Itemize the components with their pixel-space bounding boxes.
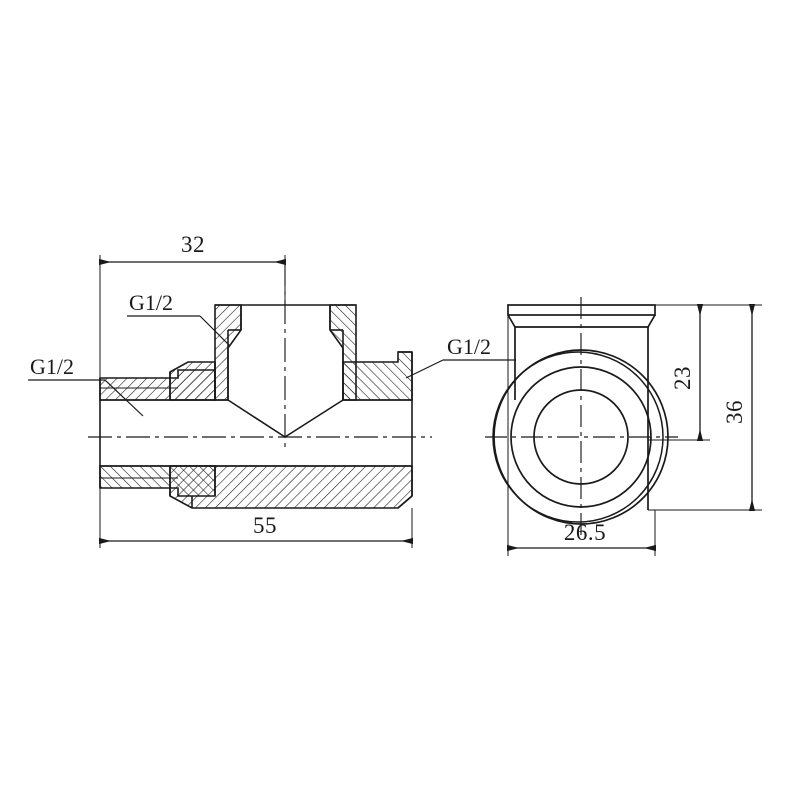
end-view: 26.5 23 36: [485, 297, 762, 556]
thread-right-leader: [405, 359, 444, 379]
dim-55-text: 55: [253, 513, 277, 538]
section-outlines: [99, 304, 413, 509]
right-socket-chamfer-bottom: [397, 495, 413, 509]
cone-left-flank: [227, 399, 286, 438]
thread-branch-leader: [199, 315, 230, 346]
dim-36: 36: [648, 304, 762, 511]
cone-right-flank: [284, 399, 344, 438]
body-lower-wall: [169, 465, 413, 509]
dim-23-text: 23: [670, 366, 695, 390]
dim-32: 32: [99, 232, 286, 378]
thread-right-text: G1/2: [447, 334, 491, 359]
thread-left-text: G1/2: [30, 354, 74, 379]
dim-32-text: 32: [181, 232, 205, 257]
thread-callout-branch: G1/2: [127, 290, 230, 346]
dim-55: 55: [99, 488, 413, 548]
body-upper-left-shoulder: [169, 361, 216, 401]
thread-callout-right: G1/2: [405, 334, 516, 379]
dim-23: 23: [648, 304, 762, 441]
thread-left-leader: [104, 379, 144, 417]
dim-26-5: 26.5: [507, 315, 656, 556]
thread-callout-left: G1/2: [28, 354, 144, 417]
dim-26-5-text: 26.5: [564, 520, 606, 545]
thread-branch-text: G1/2: [129, 290, 173, 315]
section-view: 32 55 G1/2 G1/2 G1/2: [28, 232, 516, 548]
end-view-centerlines: [485, 297, 678, 540]
dim-36-text: 36: [722, 400, 747, 424]
